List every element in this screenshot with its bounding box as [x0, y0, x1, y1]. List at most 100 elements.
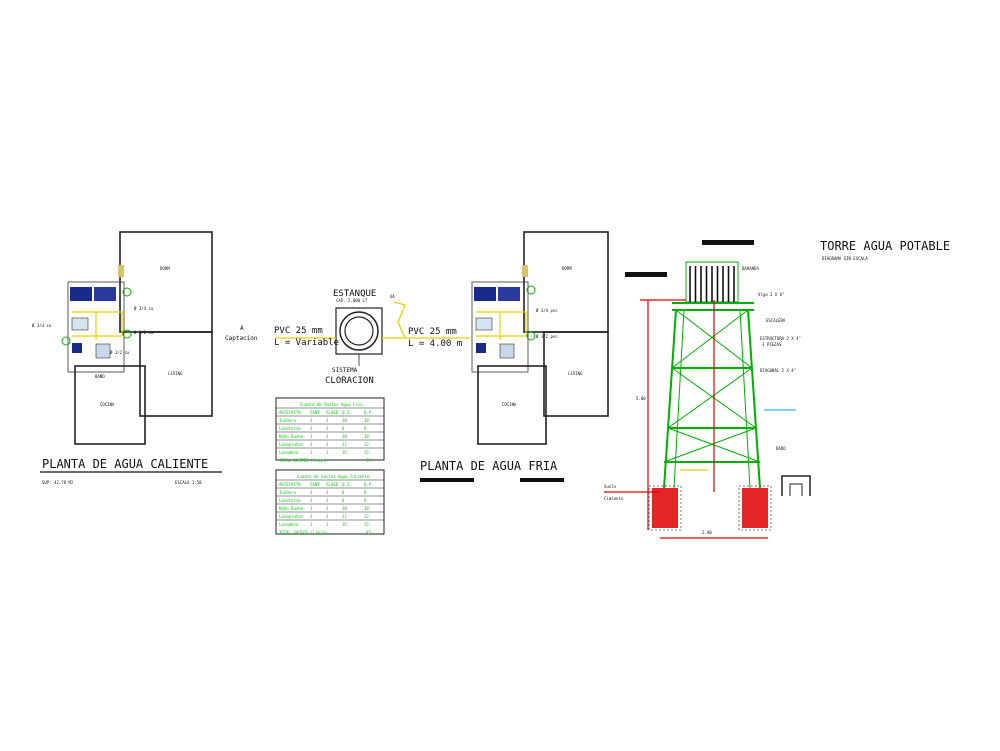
table-header-cell: Q.I.: [342, 482, 352, 487]
table-cell: 1: [326, 490, 329, 495]
tower-label: 3 PIEZAS: [762, 342, 782, 347]
table-cell: 1: [310, 498, 313, 503]
table-frame: [275, 469, 385, 535]
node-marker: [61, 336, 71, 346]
tank-outer-ring: [339, 311, 379, 351]
fixture-bathtub: [474, 287, 496, 301]
tower-leg-inner: [673, 309, 685, 489]
wall-kitchen: [74, 365, 146, 445]
title-bar: [520, 478, 564, 482]
from-label: Captacion: [225, 335, 258, 342]
table-header-cell: Q.I.: [342, 410, 352, 415]
node-marker: [122, 287, 132, 297]
base-detail: [781, 475, 811, 496]
tower-leg-inner: [739, 309, 751, 489]
node-marker: [526, 331, 536, 341]
table-cell: 10: [342, 418, 347, 423]
table-header-cell: ARTEFACTO: [279, 410, 301, 415]
cold-pipe-run: [476, 311, 527, 337]
from-label: A: [240, 325, 244, 332]
table-total-value: 45: [366, 530, 371, 535]
table-cell: 1: [326, 426, 329, 431]
tower-label: DADO: [776, 446, 786, 451]
table-cell: 1: [326, 418, 329, 423]
hot-water-plan: DORM LIVING COCINA BAÑO Ø 3/4 cu Ø 1/2 c…: [32, 231, 222, 485]
table-cell: 10: [364, 434, 369, 439]
tower-label: ESCALERA: [766, 318, 786, 323]
table-cell: 10: [342, 434, 347, 439]
table-cell: 1: [310, 434, 313, 439]
table-cell: Inodoro: [279, 418, 296, 423]
system-label: SISTEMA: [332, 367, 358, 374]
table-cell: 10: [342, 506, 347, 511]
tower-label: ESTRUCTURA 2 X 4": [760, 336, 801, 341]
table-cell: Lavatorio: [279, 426, 301, 431]
fixture-bathtub: [70, 287, 92, 301]
wall-bath: [471, 281, 529, 373]
table-cell: 8: [342, 498, 345, 503]
room-label: COCINA: [100, 402, 115, 407]
table-cell: 15: [364, 522, 369, 527]
cold-water-plan: DORM LIVING COCINA Ø 3/4 pvc Ø 1/2 pvc P…: [420, 231, 609, 482]
table-cell: 1: [326, 514, 329, 519]
table-cell: 1: [310, 450, 313, 455]
wall-living: [543, 331, 609, 417]
table-cell: 1: [310, 506, 313, 511]
table-cell: 1: [310, 426, 313, 431]
tank-detail: ESTANQUE CAP. 2.000 LT UA A Captacion PV…: [225, 289, 470, 386]
table-cell: 12: [364, 514, 369, 519]
room-label: BAÑO: [95, 374, 105, 379]
tower-leg-left: [663, 309, 677, 489]
tower-diagonal: [667, 367, 753, 429]
table-header-cell: CANT: [310, 482, 320, 487]
pipe-spec: L = 4.00 m: [408, 339, 462, 349]
plan-title: PLANTA DE AGUA FRIA: [420, 459, 558, 473]
table-cell: 1: [310, 514, 313, 519]
table-cell: 8: [342, 426, 345, 431]
table-frame: [275, 397, 385, 461]
node-marker: [526, 285, 536, 295]
table-title: Cuadro de Gastos Agua Caliente: [297, 474, 370, 479]
table-header-cell: CLASE: [326, 482, 339, 487]
header-bar: [625, 272, 667, 277]
wall-bedroom: [119, 231, 213, 333]
table-header-cell: CLASE: [326, 410, 339, 415]
room-label: LIVING: [168, 371, 183, 376]
table-hot-water: Cuadro de Gastos Agua Caliente ARTEFACTO…: [275, 469, 385, 535]
wall-living: [139, 331, 213, 417]
pipe-label: Ø 1/2 cu: [134, 330, 154, 335]
table-cell: 1: [326, 450, 329, 455]
table-cell: Inodoro: [279, 490, 296, 495]
table-cell: 1: [326, 442, 329, 447]
table-cell: Baño Ducha: [279, 506, 304, 511]
tower-diagonal: [671, 309, 749, 369]
tower-leg-right: [747, 309, 761, 489]
table-cell: 1: [310, 442, 313, 447]
tank-slats: [689, 266, 735, 302]
table-cell: Lavadero: [279, 450, 299, 455]
plan-title: PLANTA DE AGUA CALIENTE: [42, 457, 208, 471]
pipe-label: Ø 1/2 cu: [110, 350, 130, 355]
tower-label: DIAGONAL 2 X 4": [760, 368, 796, 373]
pipe-label: Ø 1/2 pvc: [536, 334, 558, 339]
door-marker: [522, 265, 528, 277]
tank-subtitle: CAP. 2.000 LT: [336, 298, 368, 303]
pipe-label: Ø 3/4 cu: [32, 323, 52, 328]
table-cell: 10: [364, 506, 369, 511]
foundation-left: [652, 488, 678, 528]
table-cell: 1: [326, 434, 329, 439]
fixture-shower: [72, 343, 82, 353]
tower-label: BARANDA: [742, 266, 759, 271]
plan-surface: SUP: 42,78 M2: [42, 480, 74, 485]
table-cell: 8: [364, 498, 367, 503]
system-label: CLORACION: [325, 376, 374, 386]
foundation-outline: [648, 485, 682, 531]
base-detail: [789, 483, 803, 496]
fixture-shower: [476, 343, 486, 353]
table-cell: 1: [326, 506, 329, 511]
ground-label: Cimiento: [604, 496, 624, 501]
